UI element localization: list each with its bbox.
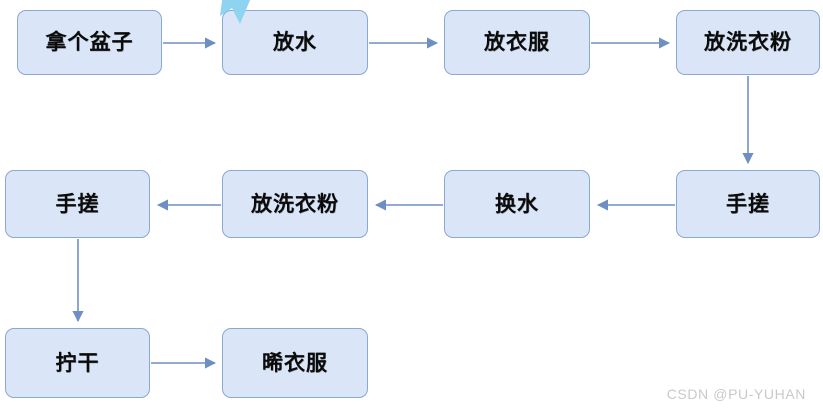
flow-node-label: 放水 xyxy=(273,31,317,54)
flow-node[interactable]: 拧干 xyxy=(5,328,150,398)
flow-node[interactable]: 换水 xyxy=(444,170,590,238)
flow-node-label: 拿个盆子 xyxy=(45,31,134,54)
flow-node[interactable]: 放洗衣粉 xyxy=(222,170,368,238)
flow-node-label: 手搓 xyxy=(55,192,100,216)
flow-node[interactable]: 放衣服 xyxy=(444,10,590,75)
flow-node-label: 晞衣服 xyxy=(262,351,328,375)
flow-node-label: 放洗衣粉 xyxy=(704,31,792,54)
flow-node[interactable]: 拿个盆子 xyxy=(17,10,162,75)
flow-node[interactable]: 手搓 xyxy=(5,170,150,238)
flow-node[interactable]: 晞衣服 xyxy=(222,328,368,398)
flow-node-label: 放衣服 xyxy=(484,31,550,54)
flow-node-label: 手搓 xyxy=(726,192,770,216)
flow-node-label: 拧干 xyxy=(55,351,100,375)
flow-node[interactable]: 放洗衣粉 xyxy=(676,10,820,75)
watermark: CSDN @PU-YUHAN xyxy=(666,386,806,402)
flow-node-label: 放洗衣粉 xyxy=(251,192,339,216)
flow-node[interactable]: 手搓 xyxy=(676,170,820,238)
flow-node-label: 换水 xyxy=(495,192,539,216)
flow-node[interactable]: 放水 xyxy=(222,10,368,75)
